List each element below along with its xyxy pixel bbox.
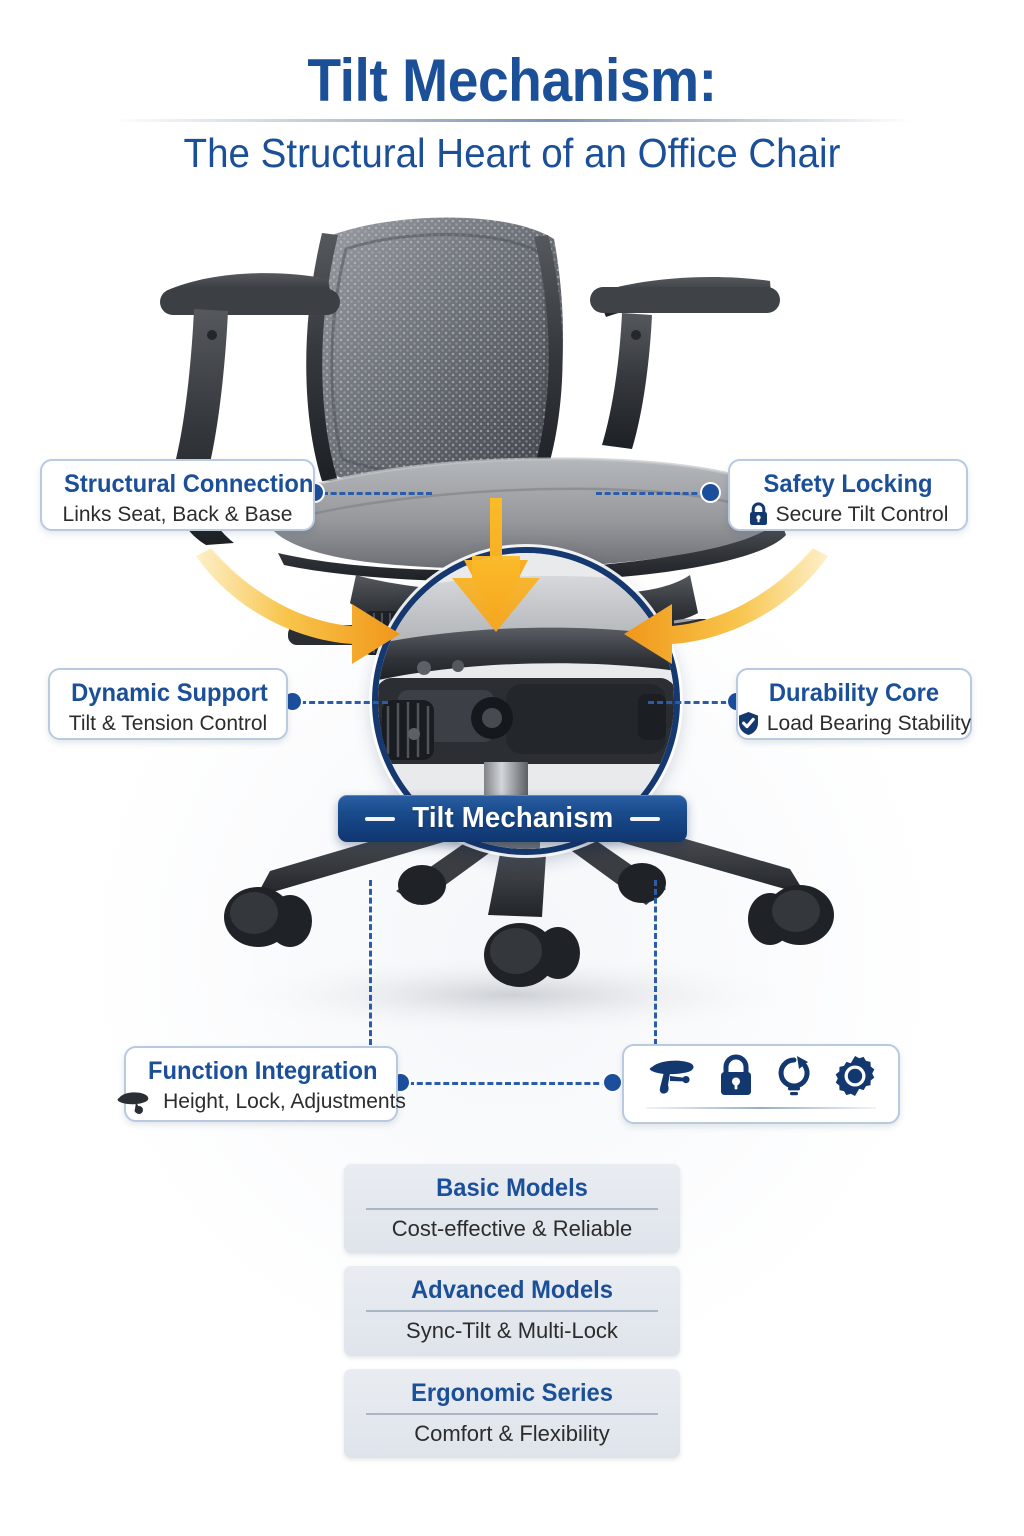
callout-title: Safety Locking xyxy=(763,470,933,498)
gear-icon[interactable] xyxy=(833,1054,877,1103)
connector-safety-locking xyxy=(596,492,706,495)
padlock-icon xyxy=(748,502,769,526)
tilt-mechanism-badge[interactable]: Tilt Mechanism xyxy=(338,795,687,842)
callout-subtitle: Height, Lock, Adjustments xyxy=(117,1089,406,1114)
model-card-subtitle: Cost-effective & Reliable xyxy=(391,1216,633,1241)
callout-title: Durability Core xyxy=(768,679,940,707)
callout-title: Structural Connection xyxy=(63,470,314,498)
connector-dot-dynamic-support xyxy=(284,693,301,710)
shield-check-icon xyxy=(737,711,760,736)
callout-subtitle: Secure Tilt Control xyxy=(746,502,950,527)
tilt-lever-icon xyxy=(116,1089,154,1114)
connector-function-integration xyxy=(408,1082,608,1085)
badge-label: Tilt Mechanism xyxy=(411,802,614,834)
padlock-icon[interactable] xyxy=(717,1054,755,1103)
page-subtitle: The Structural Heart of an Office Chair xyxy=(183,130,841,176)
callout-dynamic-support[interactable]: Dynamic Support Tilt & Tension Control xyxy=(48,668,288,740)
model-card-title: Advanced Models xyxy=(411,1276,613,1305)
model-card-subtitle: Sync-Tilt & Multi-Lock xyxy=(406,1318,618,1344)
callout-title: Function Integration xyxy=(147,1057,378,1085)
feature-icon-strip[interactable] xyxy=(622,1044,900,1124)
connector-vertical-left xyxy=(369,880,372,1045)
connector-dynamic-support xyxy=(300,701,388,704)
callout-durability-core[interactable]: Durability Core Load Bearing Stability xyxy=(736,668,972,740)
callout-subtitle-text: Height, Lock, Adjustments xyxy=(163,1089,406,1113)
icon-row xyxy=(624,1052,898,1104)
model-card-title: Basic Models xyxy=(436,1174,588,1202)
callout-function-integration[interactable]: Function Integration Height, Lock, Adjus… xyxy=(117,1046,406,1122)
connector-vertical-right xyxy=(654,880,657,1045)
model-card-subtitle: Comfort & Flexibility xyxy=(414,1420,610,1446)
model-card-basic[interactable]: Basic Models Cost-effective & Reliable xyxy=(344,1164,680,1254)
icon-strip-divider xyxy=(646,1107,876,1109)
callout-safety-locking[interactable]: Safety Locking Secure Tilt Control xyxy=(728,459,968,531)
title-divider xyxy=(112,119,912,122)
callout-subtitle: Tilt & Tension Control xyxy=(66,711,270,736)
connector-dot-icon-strip xyxy=(604,1074,621,1091)
badge-dash-left xyxy=(364,816,395,821)
callout-subtitle: Load Bearing Stability xyxy=(738,711,971,736)
model-card-divider xyxy=(366,1208,658,1210)
callout-subtitle-text: Links Seat, Back & Base xyxy=(62,502,293,526)
connector-structural-connection xyxy=(322,492,432,495)
tilt-lever-icon[interactable] xyxy=(646,1054,698,1103)
model-card-advanced[interactable]: Advanced Models Sync-Tilt & Multi-Lock xyxy=(344,1266,680,1356)
callout-subtitle-text: Secure Tilt Control xyxy=(775,502,949,526)
model-card-divider xyxy=(366,1412,658,1415)
badge-dash-right xyxy=(630,816,661,821)
model-card-title: Ergonomic Series xyxy=(411,1378,613,1407)
connector-durability-core xyxy=(648,701,736,704)
callout-structural-connection[interactable]: Structural Connection Links Seat, Back &… xyxy=(40,459,315,531)
rotation-arrow-icon[interactable] xyxy=(774,1054,814,1103)
page-title: Tilt Mechanism: xyxy=(307,47,717,114)
model-cards: Basic Models Cost-effective & Reliable A… xyxy=(344,1164,680,1471)
model-card-divider xyxy=(366,1310,658,1313)
callout-subtitle-text: Tilt & Tension Control xyxy=(68,711,268,735)
callout-subtitle: Links Seat, Back & Base xyxy=(58,502,297,527)
callout-title: Dynamic Support xyxy=(71,679,268,707)
connector-dot-safety-locking xyxy=(702,484,719,501)
callout-subtitle-text: Load Bearing Stability xyxy=(766,711,972,735)
model-card-ergonomic[interactable]: Ergonomic Series Comfort & Flexibility xyxy=(344,1368,680,1458)
